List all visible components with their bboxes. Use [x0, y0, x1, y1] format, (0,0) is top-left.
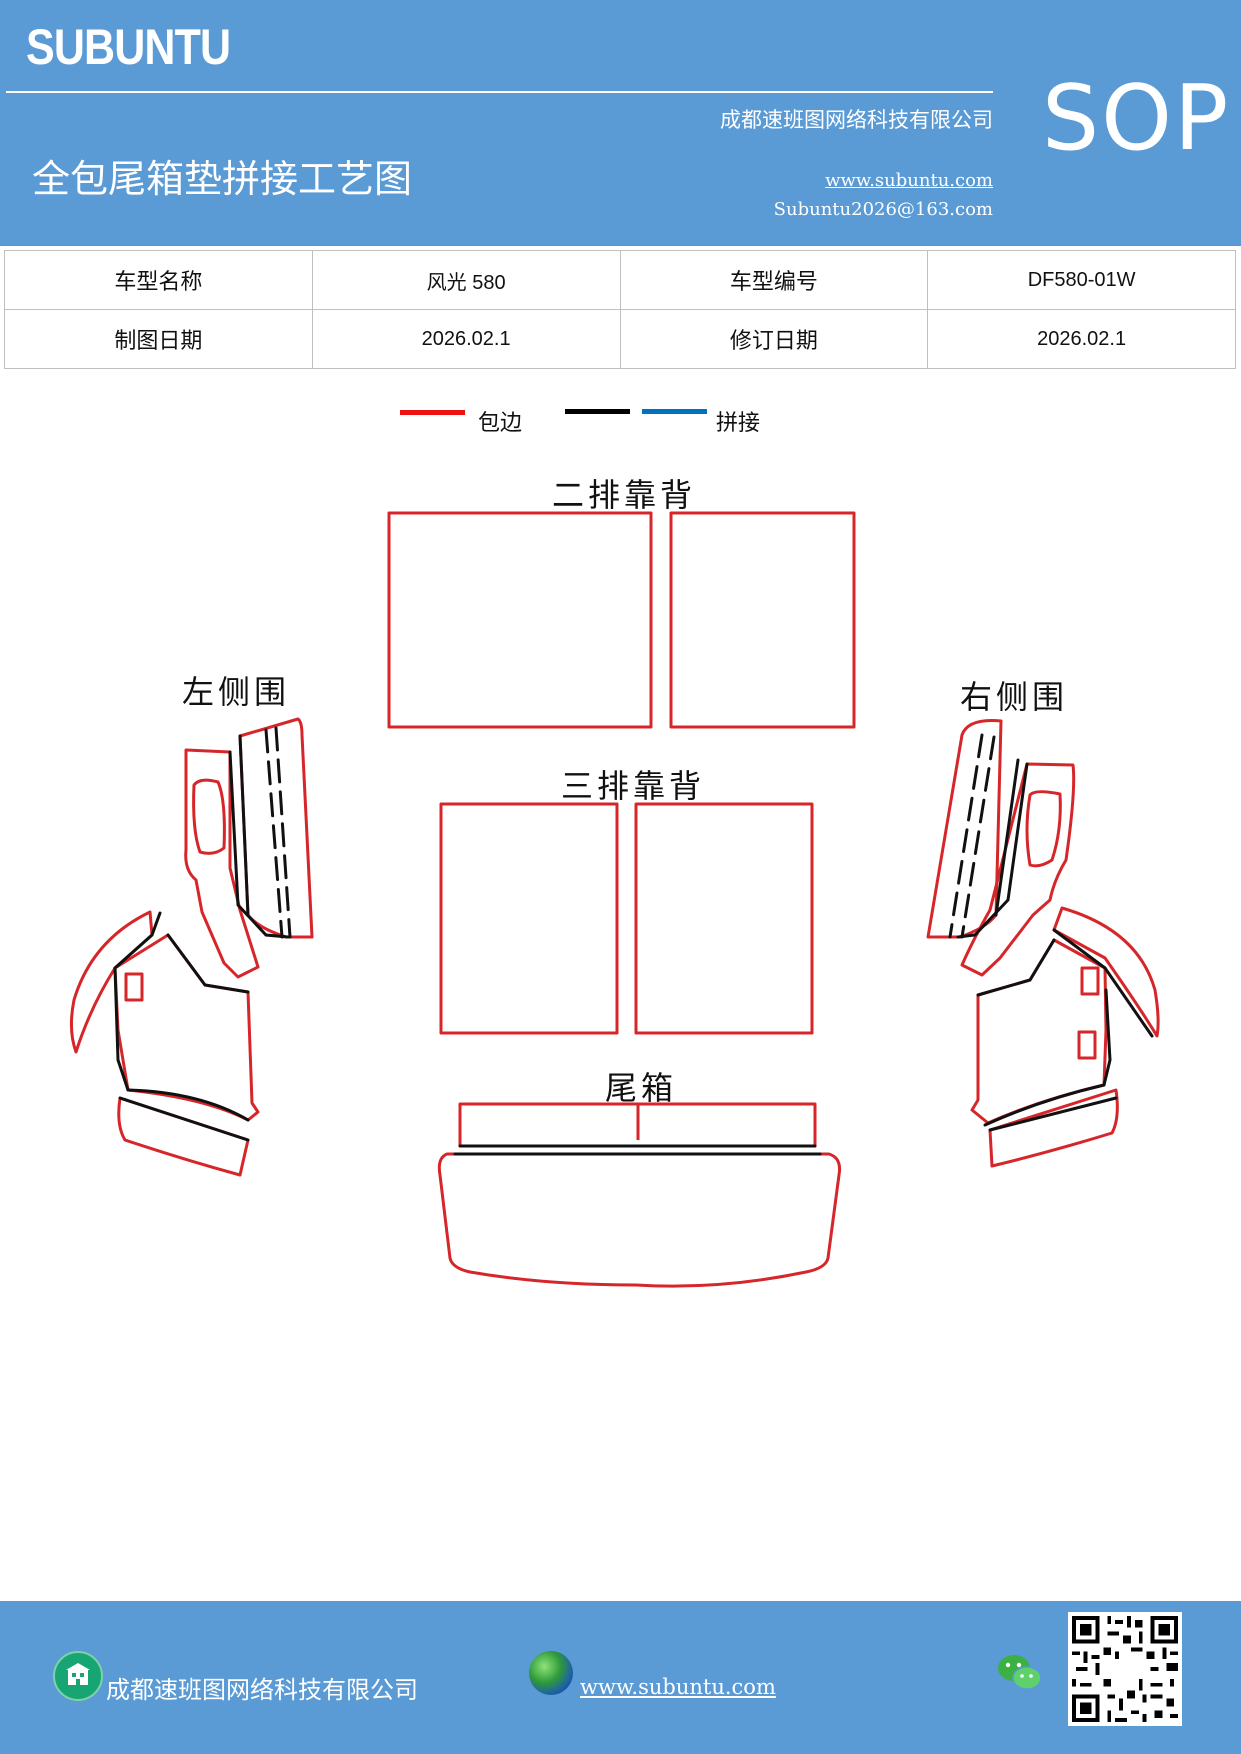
qr-code[interactable] — [1068, 1612, 1182, 1726]
second-row-left-panel — [387, 511, 653, 729]
left-side-bottom-strip — [117, 1096, 250, 1177]
second-row-right-panel — [669, 511, 856, 729]
left-seam-lower-4 — [126, 1088, 250, 1122]
legend-red-line — [400, 410, 465, 415]
legend-splice-label: 拼接 — [716, 411, 761, 436]
left-seam-lower-1 — [113, 911, 162, 970]
label-trunk: 尾箱 — [605, 1069, 678, 1107]
header-email[interactable]: Subuntu2026@163.com — [773, 199, 993, 220]
left-seam-outer — [228, 750, 290, 939]
left-seam-lower-3 — [113, 966, 130, 1092]
table-cell: 车型编号 — [619, 250, 929, 310]
table-cell: 风光 580 — [311, 250, 621, 310]
right-side-cutout-2 — [1077, 1030, 1097, 1060]
table-row: 车型名称 风光 580 车型编号 DF580-01W — [4, 250, 1236, 310]
left-side-lower-panel — [69, 910, 154, 1054]
legend-blue-line — [642, 409, 707, 414]
right-seam-outer — [956, 762, 1029, 939]
sop-badge: SOP — [1042, 66, 1231, 171]
table-cell: 2026.02.1 — [311, 309, 621, 369]
trunk-main-panel — [437, 1152, 841, 1288]
vehicle-info-table: 车型名称 风光 580 车型编号 DF580-01W 制图日期 2026.02.… — [4, 250, 1236, 369]
right-seam-lower-5 — [983, 1083, 1106, 1127]
right-seam-lower-2 — [976, 938, 1056, 997]
table-cell: 2026.02.1 — [927, 309, 1236, 369]
table-cell: 车型名称 — [4, 250, 313, 310]
wechat-icon[interactable] — [996, 1652, 1044, 1698]
left-seam-lower-2 — [166, 933, 250, 994]
footer-website-link[interactable]: www.subuntu.com — [580, 1675, 776, 1699]
right-seam-lower-1 — [1052, 928, 1107, 970]
left-seam-dash-1 — [264, 728, 284, 939]
right-seam-dash-2 — [960, 735, 996, 939]
footer-company: 成都速班图网络科技有限公司 — [106, 1676, 418, 1704]
left-seam-bottom — [118, 1096, 250, 1142]
right-side-upper-panel — [960, 762, 1076, 977]
label-left-side: 左侧围 — [182, 673, 291, 711]
table-cell: DF580-01W — [927, 250, 1236, 310]
label-third-row-backrest: 三排靠背 — [561, 767, 706, 805]
right-side-window — [1025, 790, 1062, 868]
header-company: 成都速班图网络科技有限公司 — [720, 108, 993, 132]
label-second-row-backrest: 二排靠背 — [552, 476, 697, 514]
legend-red-label: 包边 — [478, 411, 523, 436]
legend-black-line — [565, 409, 630, 414]
right-side-cutout-1 — [1080, 966, 1100, 996]
right-seam-lower-4 — [1102, 988, 1112, 1087]
left-side-small-cutout — [124, 972, 144, 1002]
globe-icon — [529, 1651, 573, 1695]
brand-logo: SUBUNTU — [26, 19, 231, 75]
header-divider — [6, 91, 993, 93]
table-cell: 修订日期 — [619, 309, 929, 369]
left-side-strip — [238, 717, 314, 939]
third-row-left-panel — [439, 802, 619, 1035]
right-seam-bottom — [988, 1096, 1118, 1132]
third-row-right-panel — [634, 802, 814, 1035]
header: SUBUNTU 成都速班图网络科技有限公司 全包尾箱垫拼接工艺图 www.sub… — [0, 0, 1241, 246]
table-row: 制图日期 2026.02.1 修订日期 2026.02.1 — [4, 309, 1236, 369]
right-side-lower-panel — [1052, 906, 1160, 1038]
right-side-bottom-strip — [988, 1088, 1119, 1168]
splice-diagram — [69, 511, 1160, 1288]
left-side-upper-panel — [184, 748, 260, 979]
right-seam-dash-1 — [948, 733, 984, 939]
header-website-link[interactable]: www.subuntu.com — [825, 170, 993, 191]
left-seam-inner — [238, 734, 250, 917]
right-side-strip — [926, 719, 1003, 939]
building-icon — [53, 1651, 103, 1701]
left-seam-dash-2 — [274, 726, 292, 939]
left-side-lower-body — [113, 933, 260, 1122]
document-title: 全包尾箱垫拼接工艺图 — [32, 157, 413, 201]
right-seam-lower-3 — [1103, 966, 1154, 1038]
table-cell: 制图日期 — [4, 309, 313, 369]
right-seam-inner — [994, 758, 1020, 917]
label-right-side: 右侧围 — [960, 678, 1069, 716]
left-side-window — [192, 778, 226, 855]
